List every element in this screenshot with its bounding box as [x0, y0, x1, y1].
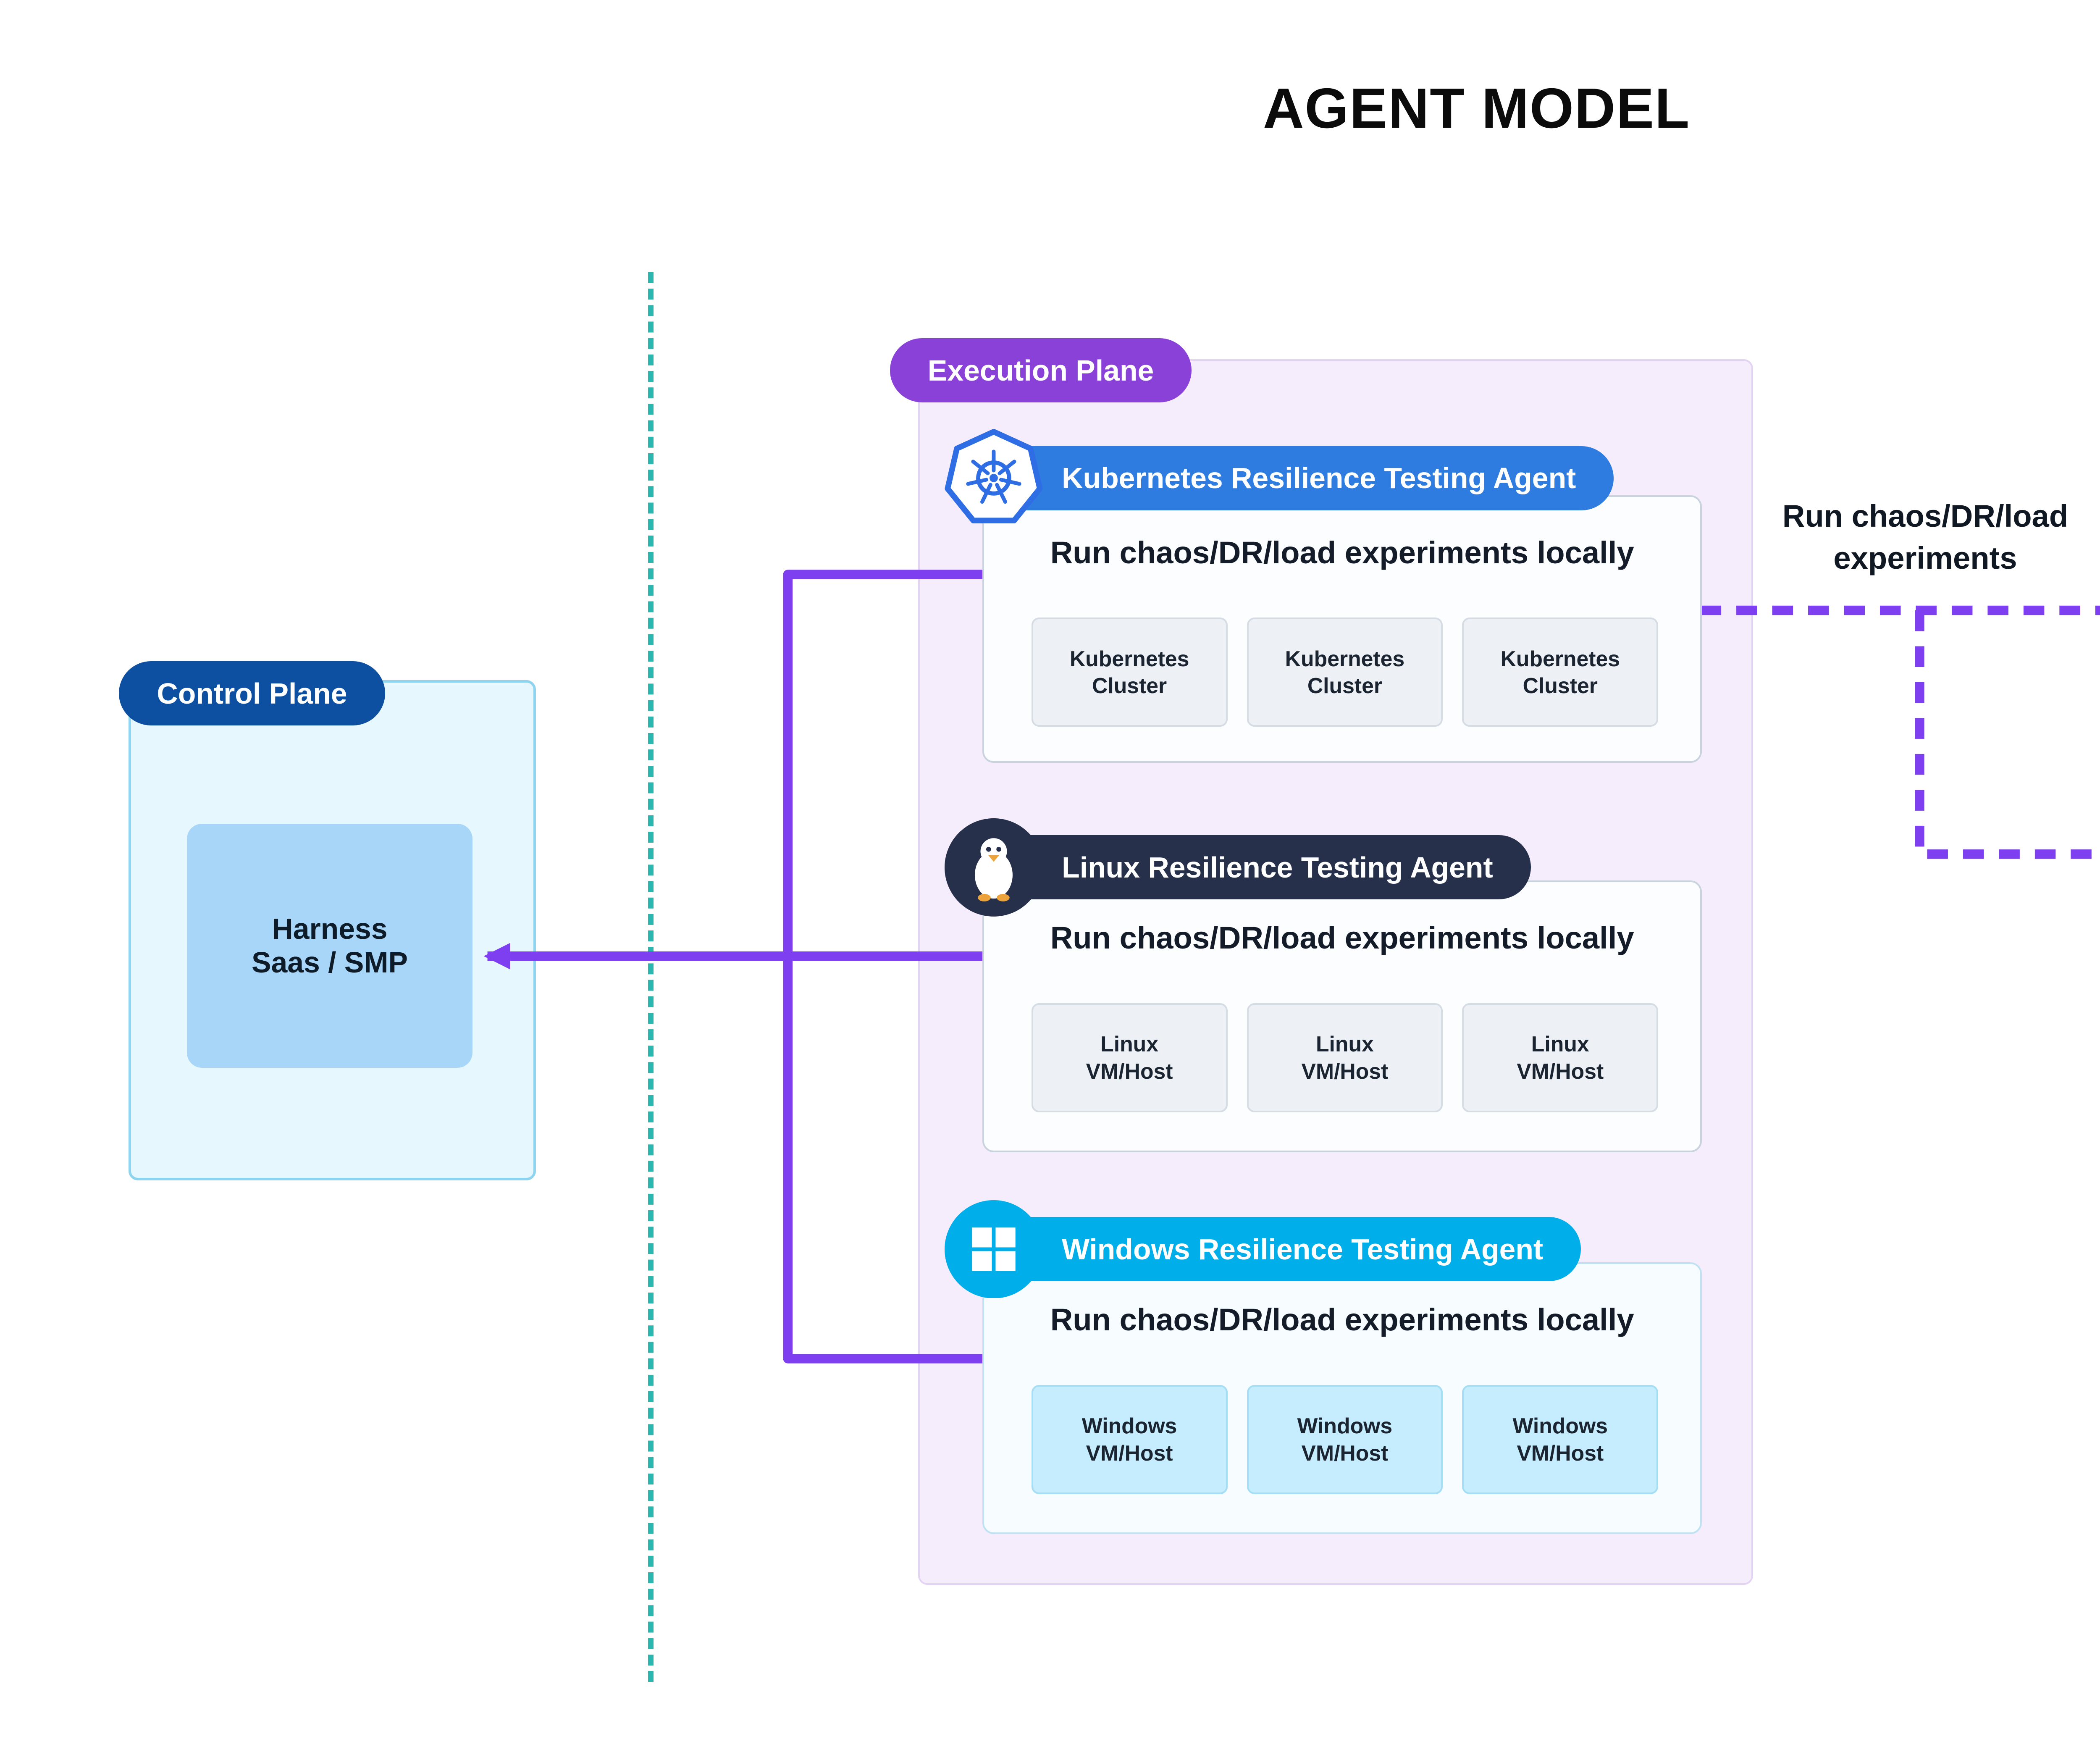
kubernetes-agent-card: Run chaos/DR/load experiments locally Ku… [982, 495, 1702, 763]
plane-divider [648, 272, 654, 1682]
windows-agent-pill: Windows Resilience Testing Agent [994, 1217, 1581, 1281]
kubernetes-cluster-node: Kubernetes Cluster [1031, 617, 1228, 727]
linux-agent-heading: Run chaos/DR/load experiments locally [1050, 920, 1634, 956]
harness-saas-smp-node: Harness Saas / SMP [187, 824, 472, 1068]
windows-icon [945, 1200, 1043, 1298]
windows-vm-host-node: Windows VM/Host [1031, 1385, 1228, 1494]
linux-agent-pill: Linux Resilience Testing Agent [994, 835, 1531, 900]
linux-icon [945, 818, 1043, 917]
windows-vm-host-node: Windows VM/Host [1462, 1385, 1659, 1494]
kubernetes-cluster-node: Kubernetes Cluster [1247, 617, 1443, 727]
control-plane-badge: Control Plane [119, 661, 385, 726]
kubernetes-icon [945, 429, 1043, 527]
kubernetes-agent-heading: Run chaos/DR/load experiments locally [1050, 535, 1634, 570]
kubernetes-agent-pill: Kubernetes Resilience Testing Agent [994, 446, 1614, 510]
run-experiments-label: Run chaos/DR/load experiments [1782, 498, 2068, 575]
kubernetes-cluster-node: Kubernetes Cluster [1462, 617, 1659, 727]
windows-agent-card: Run chaos/DR/load experiments locally Wi… [982, 1262, 1702, 1534]
execution-plane-badge: Execution Plane [890, 338, 1192, 403]
linux-vm-host-node: Linux VM/Host [1247, 1003, 1443, 1113]
linux-vm-host-node: Linux VM/Host [1462, 1003, 1659, 1113]
linux-agent-card: Run chaos/DR/load experiments locally Li… [982, 880, 1702, 1153]
windows-vm-host-node: Windows VM/Host [1247, 1385, 1443, 1494]
diagram-title: AGENT MODEL [1263, 76, 1690, 140]
windows-agent-heading: Run chaos/DR/load experiments locally [1050, 1302, 1634, 1337]
linux-vm-host-node: Linux VM/Host [1031, 1003, 1228, 1113]
k8s-to-cloud-arrow [1915, 610, 2100, 859]
